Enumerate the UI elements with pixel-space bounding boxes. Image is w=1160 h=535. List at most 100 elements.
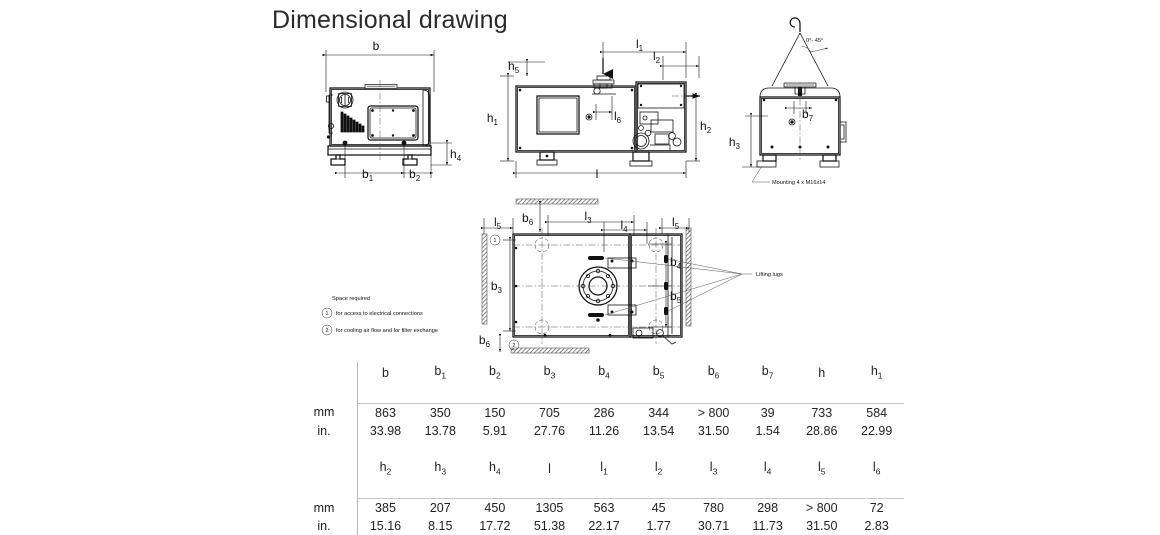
col-header-l: l [522, 458, 577, 481]
table-row-in-2: in. 15.16 8.15 17.72 51.38 22.17 1.77 30… [300, 517, 904, 535]
cell: 27.76 [522, 422, 577, 440]
cell: 1.54 [741, 422, 794, 440]
cell: 2.83 [849, 517, 904, 535]
dim-label-l5-left: l5 [494, 215, 502, 231]
cell: 39 [741, 403, 794, 422]
cell: 733 [794, 403, 849, 422]
legend-marker-1-view: 1 [494, 238, 497, 244]
cell: 298 [741, 499, 794, 518]
angle-note: 0°- 45° [806, 38, 823, 44]
col-header-l4: l4 [741, 458, 794, 481]
legend-text-2: for cooling air flow and for filter exch… [336, 328, 438, 334]
cell: 344 [631, 403, 686, 422]
table-block-spacer [300, 440, 904, 458]
rear-view: 0°- 45° b7 [729, 18, 846, 186]
dim-label-b5: b5 [670, 289, 682, 305]
clearance-bar-top [516, 199, 598, 204]
table-rule-2 [300, 480, 904, 499]
row-unit-mm-1: mm [300, 403, 358, 422]
cell: 31.50 [794, 517, 849, 535]
col-header-h2: h2 [358, 458, 413, 481]
cell: > 800 [686, 403, 741, 422]
dim-label-l1: l1 [636, 37, 644, 53]
cell: 51.38 [522, 517, 577, 535]
table-block-1: b b1 b2 b3 b4 b5 b6 b7 h h1 mm 863 350 1… [300, 362, 904, 458]
legend-text-1: for access to electrical connections [336, 311, 423, 317]
cell: 150 [468, 403, 523, 422]
cell: 13.78 [413, 422, 468, 440]
dim-label-b3: b3 [491, 279, 503, 295]
legend-marker-1: 1 [326, 311, 329, 317]
cell: 350 [413, 403, 468, 422]
cell: 11.26 [577, 422, 632, 440]
col-header-h: h [794, 362, 849, 385]
clearance-bar-right [686, 228, 691, 326]
dim-label-l3: l3 [584, 209, 592, 225]
dim-label-h2: h2 [700, 119, 712, 135]
table-header-row-2: h2 h3 h4 l l1 l2 l3 l4 l5 l6 [300, 458, 904, 481]
cell: 22.17 [577, 517, 632, 535]
cell: 450 [468, 499, 523, 518]
cell: 286 [577, 403, 632, 422]
cell: 11.73 [741, 517, 794, 535]
dim-label-h4: h4 [450, 147, 462, 163]
cell: 28.86 [794, 422, 849, 440]
cell: 33.98 [358, 422, 413, 440]
dim-label-l5-right: l5 [672, 215, 680, 231]
row-unit-mm-2: mm [300, 499, 358, 518]
legend-title: Space required [332, 296, 370, 302]
dim-label-l: l [596, 167, 599, 181]
col-header-h1: h1 [849, 362, 904, 385]
cell: 5.91 [468, 422, 523, 440]
legend: Space required 1 for access to electrica… [322, 296, 438, 335]
legend-marker-2-view: 2 [513, 343, 516, 349]
dim-label-b1: b1 [362, 167, 374, 183]
unit-header-2 [300, 458, 358, 481]
table-rule-1 [300, 385, 904, 404]
cell: 15.16 [358, 517, 413, 535]
cell: 30.71 [686, 517, 741, 535]
side-view: b [326, 39, 462, 183]
cell: 8.15 [413, 517, 468, 535]
table-header-row-1: b b1 b2 b3 b4 b5 b6 b7 h h1 [300, 362, 904, 385]
table-row-mm-1: mm 863 350 150 705 286 344 > 800 39 733 … [300, 403, 904, 422]
dim-label-b4: b4 [670, 255, 682, 271]
cell: 31.50 [686, 422, 741, 440]
cell: 17.72 [468, 517, 523, 535]
col-header-b: b [358, 362, 413, 385]
cell: 863 [358, 403, 413, 422]
dim-label-l2: l2 [653, 49, 661, 65]
mounting-note: Mounting 4 x M16x14 [772, 180, 825, 186]
cell: 1305 [522, 499, 577, 518]
dim-label-h3: h3 [729, 135, 741, 151]
table-block-2: h2 h3 h4 l l1 l2 l3 l4 l5 l6 mm 385 207 … [300, 458, 904, 535]
col-header-b7: b7 [741, 362, 794, 385]
dim-label-b6-bottom: b6 [479, 333, 491, 349]
col-header-l2: l2 [631, 458, 686, 481]
dim-label-h5: h5 [508, 59, 520, 75]
legend-marker-2: 2 [326, 328, 329, 334]
cell: 563 [577, 499, 632, 518]
col-header-l3: l3 [686, 458, 741, 481]
dim-label-l4: l4 [620, 218, 628, 234]
cell: 705 [522, 403, 577, 422]
row-unit-in-2: in. [300, 517, 358, 535]
col-header-b6: b6 [686, 362, 741, 385]
col-header-h3: h3 [413, 458, 468, 481]
table-row-mm-2: mm 385 207 450 1305 563 45 780 298 > 800… [300, 499, 904, 518]
cell: 1.77 [631, 517, 686, 535]
col-header-l1: l1 [577, 458, 632, 481]
dimension-spec-table: b b1 b2 b3 b4 b5 b6 b7 h h1 mm 863 350 1… [300, 362, 904, 535]
table-row-in-1: in. 33.98 13.78 5.91 27.76 11.26 13.54 3… [300, 422, 904, 440]
cell: 780 [686, 499, 741, 518]
clearance-bar-bottom [511, 348, 589, 353]
top-view: b6 l3 l4 l5 l5 1 2 b3 b6 [479, 199, 783, 353]
lifting-lugs-note: Lifting lugs [756, 272, 783, 278]
col-header-b1: b1 [413, 362, 468, 385]
cell: 45 [631, 499, 686, 518]
dim-label-b6-top: b6 [522, 211, 534, 227]
cell: 207 [413, 499, 468, 518]
col-header-l5: l5 [794, 458, 849, 481]
cell: 72 [849, 499, 904, 518]
col-header-b4: b4 [577, 362, 632, 385]
